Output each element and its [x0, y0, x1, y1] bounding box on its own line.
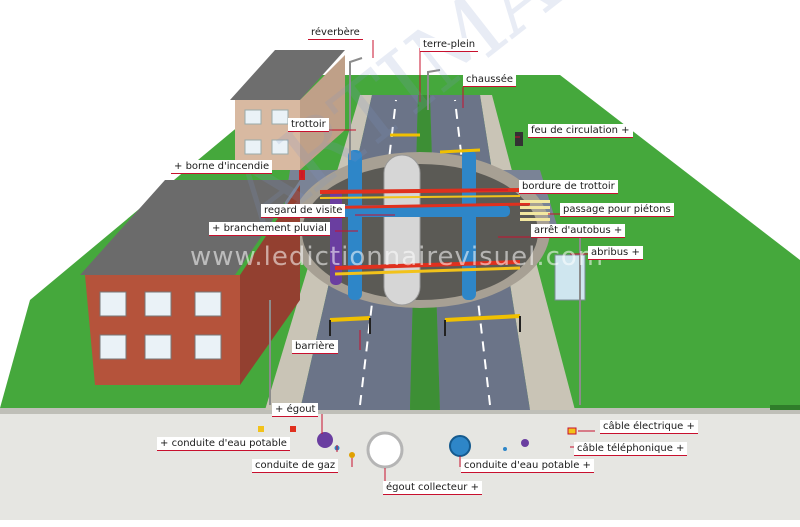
label-conduite-gaz: conduite de gaz	[252, 459, 339, 473]
label-conduite-eau-potable-right: conduite d'eau potable +	[461, 459, 594, 473]
label-cable-telephonique: câble téléphonique +	[574, 442, 688, 456]
label-egout-collecteur: égout collecteur +	[383, 481, 482, 495]
beige-building-windows	[244, 109, 289, 155]
label-terre-plein: terre-plein	[420, 38, 479, 52]
water-pipe-right	[462, 150, 476, 300]
label-abribus: abribus +	[588, 246, 643, 260]
label-arret-autobus: arrêt d'autobus +	[531, 224, 626, 238]
underground-slab-top	[0, 408, 800, 414]
phone-cable-top	[319, 195, 521, 199]
label-trottoir: trottoir	[288, 118, 329, 132]
phone-cable-box-2	[258, 426, 264, 432]
electric-cable-box	[567, 427, 577, 435]
sewer-collector-circle	[366, 431, 404, 469]
crosswalk	[520, 200, 550, 221]
sewer-circle	[317, 432, 333, 448]
label-egout: + égout	[272, 403, 319, 417]
label-regard-visite: regard de visite	[261, 204, 346, 218]
label-passage-pietons: passage pour piétons	[560, 203, 674, 217]
water-pipe-left	[348, 150, 362, 300]
label-cable-electrique: câble électrique +	[600, 420, 698, 434]
gas-cable-low	[334, 260, 521, 270]
cable-circle	[521, 439, 529, 447]
beige-building-side	[300, 55, 345, 170]
gas-line-circle	[349, 452, 355, 458]
phone-cable-box	[290, 426, 296, 432]
small-circle	[503, 447, 507, 451]
grass-lawn-dark-edge	[770, 405, 800, 410]
label-reverbere: réverbère	[308, 26, 363, 40]
phone-cable-low	[334, 266, 521, 276]
barriers	[329, 133, 521, 336]
label-feu-circulation: feu de circulation +	[528, 124, 633, 138]
brick-building-windows	[99, 291, 222, 360]
traffic-light	[515, 132, 523, 146]
brick-building-roof	[80, 180, 300, 275]
label-conduite-eau-potable-left: + conduite d'eau potable	[157, 437, 290, 451]
beige-building-roof	[230, 50, 345, 100]
label-chaussee: chaussée	[463, 73, 517, 87]
label-bordure-trottoir: bordure de trottoir	[519, 180, 618, 194]
sewer-main-pipe	[383, 154, 421, 306]
label-branchement-pluvial: + branchement pluvial	[209, 222, 330, 236]
site-watermark: www.ledictionnairevisuel.com	[190, 242, 605, 272]
water-main-circle	[449, 435, 471, 457]
label-barriere: barrière	[292, 340, 338, 354]
label-borne-incendie: + borne d'incendie	[171, 160, 273, 174]
